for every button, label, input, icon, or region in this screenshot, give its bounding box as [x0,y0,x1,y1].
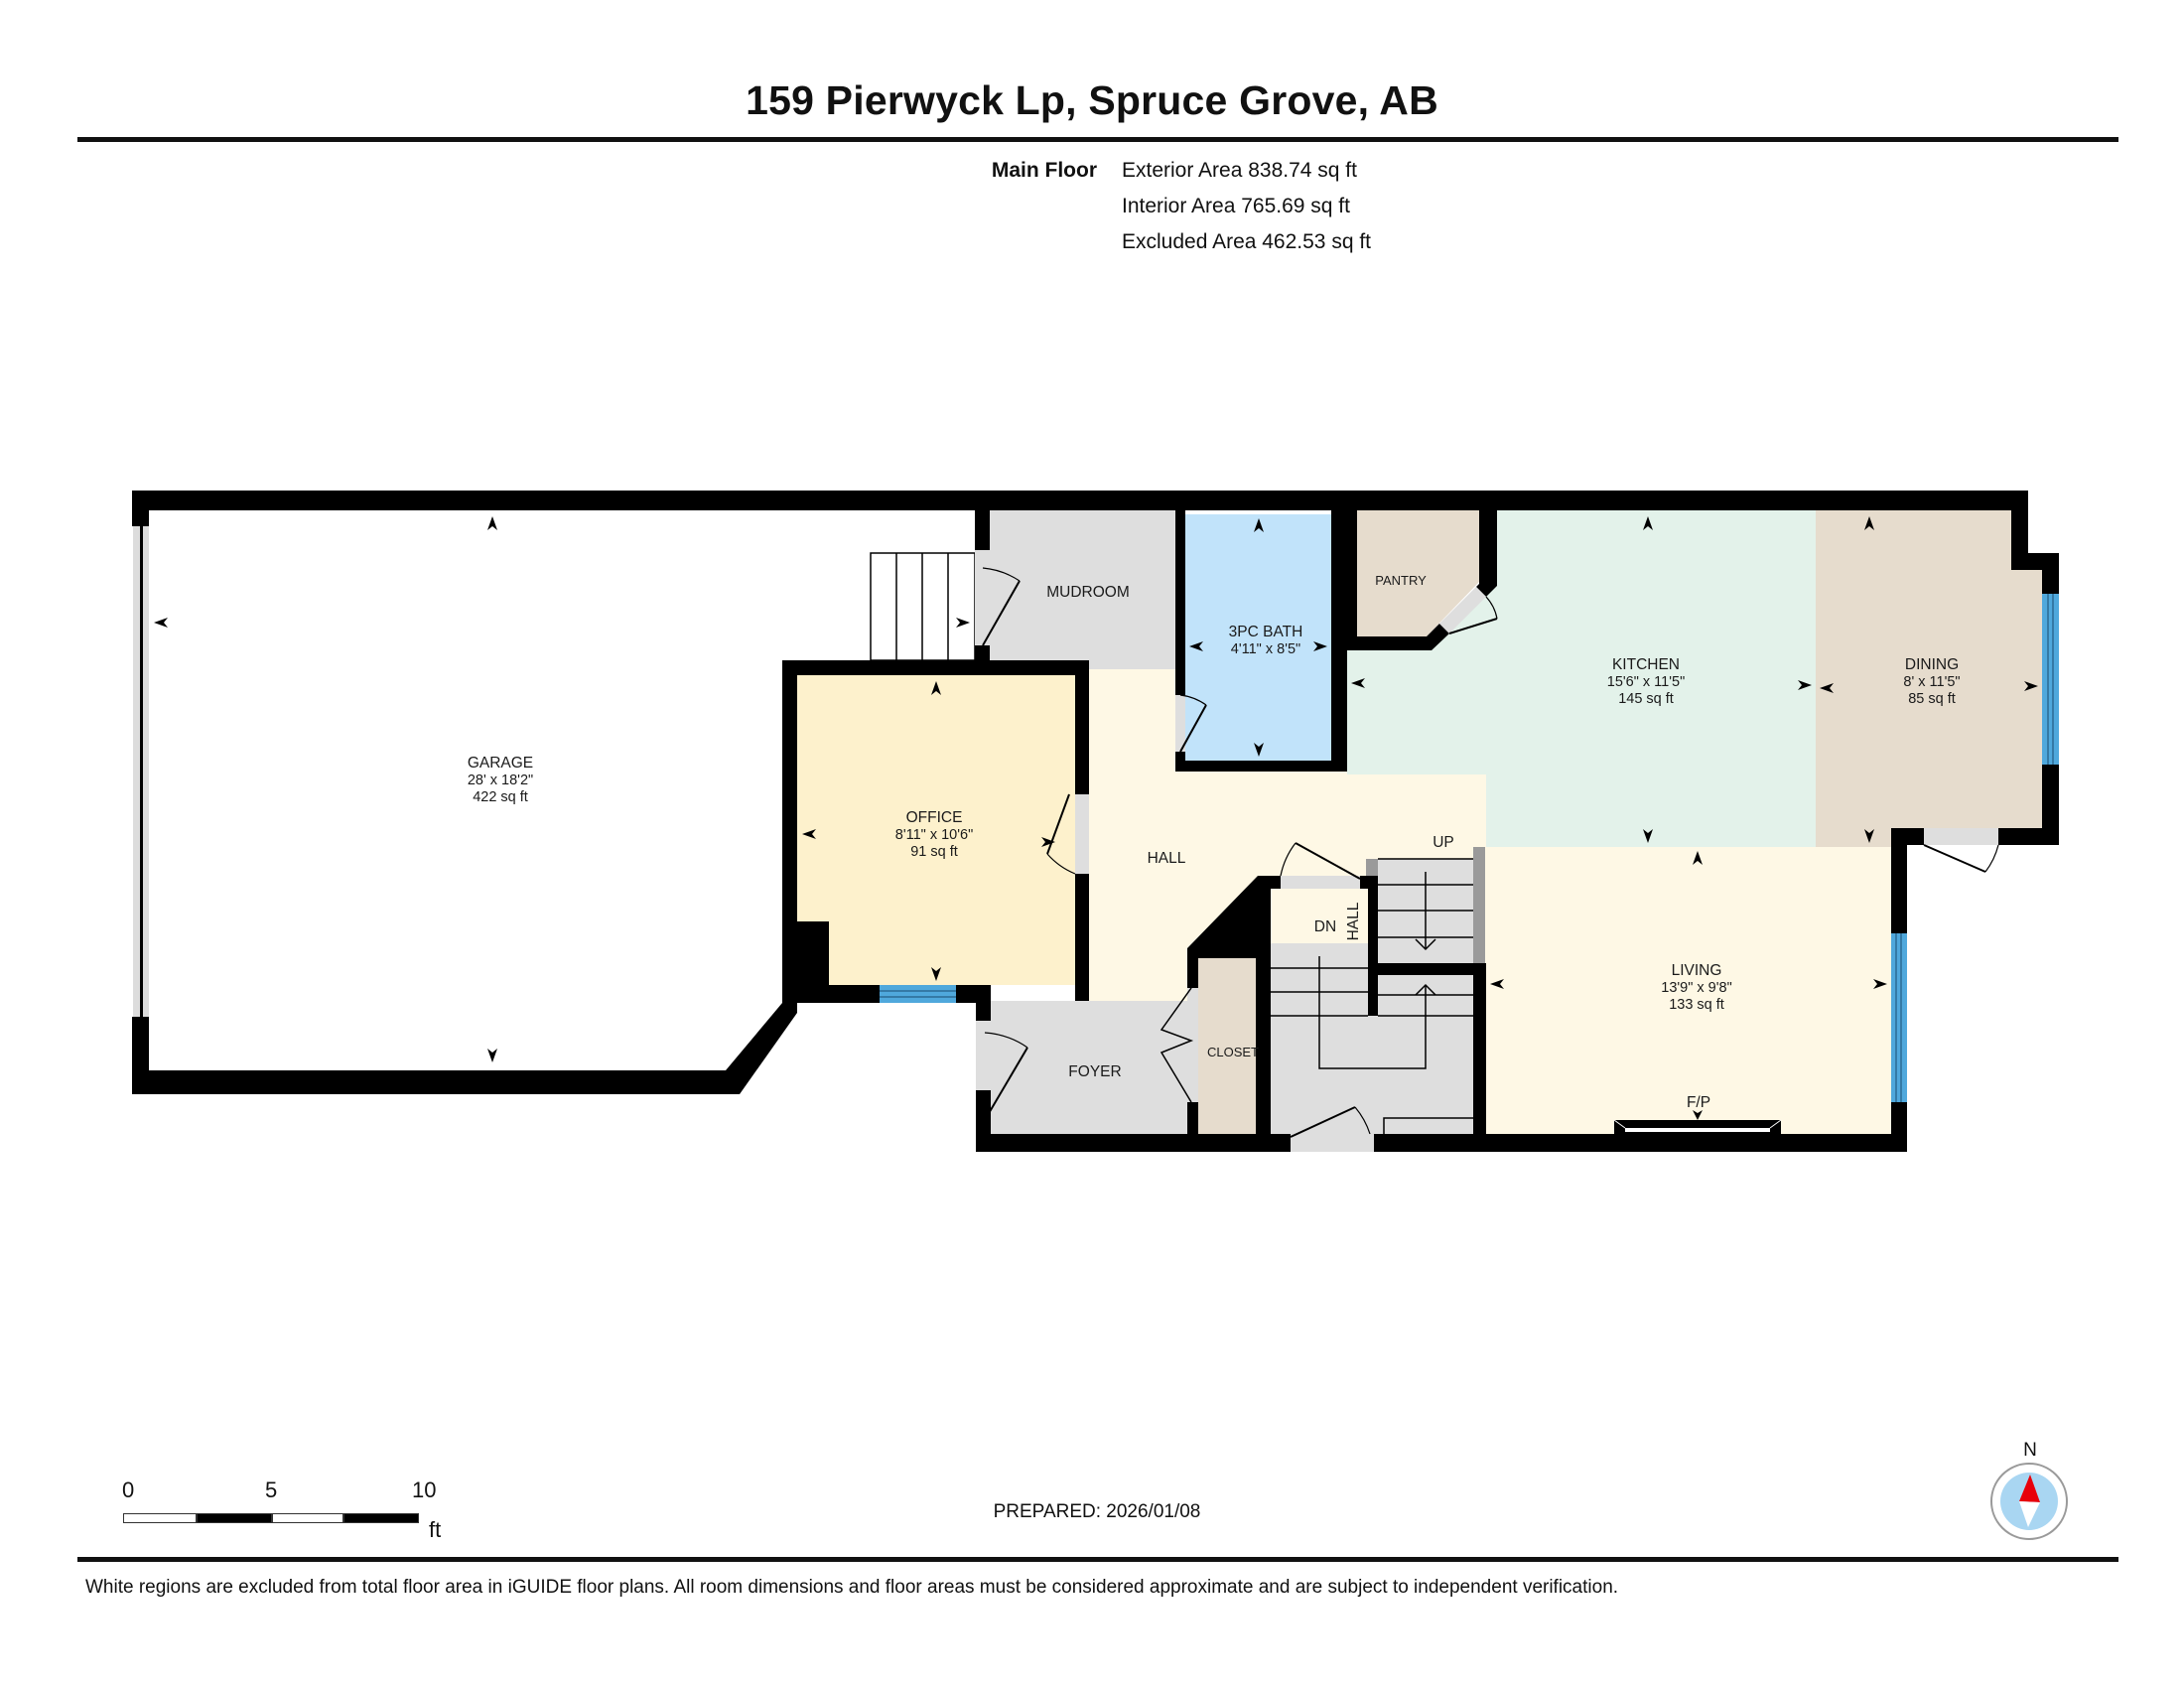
bath-door[interactable] [1175,694,1207,753]
svg-text:8'11" x 10'6": 8'11" x 10'6" [895,827,973,843]
scale-segment [343,1513,419,1523]
living-floor [1486,847,1891,1134]
prepared-date-text: PREPARED: 2026/01/08 [993,1501,1201,1522]
foyer-floor [991,1001,1187,1134]
scale-segment [123,1513,197,1523]
stairs-down-label: DN [1314,918,1336,935]
svg-text:GARAGE: GARAGE [468,755,533,772]
interior-stairs [1271,847,1485,1134]
room-label-bath: 3PC BATH 4'11" x 8'5" [1229,624,1303,657]
stairs-up-label: UP [1433,834,1454,851]
header-divider [77,137,2118,142]
scale-unit: ft [429,1517,442,1542]
closet-floor [1198,958,1256,1134]
pantry-floor [1357,510,1479,636]
scale-bar: 0 5 10 ft [119,1477,477,1542]
svg-text:8' x 11'5": 8' x 11'5" [1903,674,1960,690]
scale-tick-5: 5 [265,1477,278,1502]
svg-text:KITCHEN: KITCHEN [1612,656,1680,673]
closet-bifold-door[interactable] [1160,987,1198,1103]
office-door[interactable] [1046,793,1089,875]
scale-segment [272,1513,343,1523]
room-label-hall: HALL [1148,850,1186,867]
room-label-garage: GARAGE 28' x 18'2" 422 sq ft [468,755,533,805]
compass: N [1985,1436,2075,1545]
room-label-dining: DINING 8' x 11'5" 85 sq ft [1903,656,1960,707]
svg-text:145 sq ft: 145 sq ft [1618,691,1674,707]
floor-label: Main Floor [991,159,1097,182]
area-values: Exterior Area 838.74 sq ft Interior Area… [1122,153,1371,260]
fireplace-label: F/P [1687,1094,1710,1111]
room-label-living: LIVING 13'9" x 9'8" 133 sq ft [1661,962,1731,1013]
room-label-mudroom: MUDROOM [1046,584,1130,601]
compass-north-label: N [2023,1440,2037,1461]
compass-needle-north-icon [2019,1475,2040,1502]
walls [132,491,2059,1152]
side-exterior-door[interactable] [1290,1106,1374,1152]
room-fills [149,508,2042,1134]
svg-text:422 sq ft: 422 sq ft [473,789,528,805]
small-hall-door[interactable] [1280,842,1361,889]
windows [880,594,2059,1102]
page-title: 159 Pierwyck Lp, Spruce Grove, AB [746,77,1438,123]
living-window [1891,933,1907,1102]
office-floor [797,675,1075,985]
svg-text:133 sq ft: 133 sq ft [1669,997,1724,1013]
compass-needle-south-icon [2019,1501,2040,1527]
garage-steps [870,552,976,661]
interior-area: Interior Area 765.69 sq ft [1122,195,1350,217]
office-window [880,985,956,1003]
svg-text:3PC BATH: 3PC BATH [1229,624,1303,640]
bath-floor [1185,514,1331,761]
pantry-door[interactable] [1439,587,1498,634]
dining-floor [1816,510,2042,847]
svg-text:DINING: DINING [1905,656,1959,673]
scale-segment [197,1513,272,1523]
room-label-small-hall: HALL [1345,902,1362,940]
svg-text:13'9" x 9'8": 13'9" x 9'8" [1661,980,1731,996]
svg-text:28' x 18'2": 28' x 18'2" [468,773,533,788]
svg-text:85 sq ft: 85 sq ft [1908,691,1956,707]
prepared-date: PREPARED: 2026/01/08 [0,1501,2184,1523]
room-label-kitchen: KITCHEN 15'6" x 11'5" 145 sq ft [1607,656,1685,707]
kitchen-floor [1347,510,1816,847]
room-label-pantry: PANTRY [1375,573,1427,588]
dimension-arrows [154,516,2038,1120]
doors[interactable] [975,550,1999,1152]
room-labels: GARAGE 28' x 18'2" 422 sq ft OFFICE 8'11… [468,573,1961,1111]
svg-text:4'11" x 8'5": 4'11" x 8'5" [1231,641,1300,657]
foyer-front-door[interactable] [976,1021,1028,1121]
room-label-foyer: FOYER [1068,1063,1121,1080]
svg-text:LIVING: LIVING [1672,962,1722,979]
svg-text:15'6" x 11'5": 15'6" x 11'5" [1607,674,1685,690]
disclaimer: White regions are excluded from total fl… [85,1577,1619,1598]
room-label-office: OFFICE 8'11" x 10'6" 91 sq ft [895,809,973,860]
fireplace [1613,1119,1782,1132]
small-hall-floor [1271,889,1368,943]
footer-divider [77,1557,2118,1562]
stair-rail [1473,847,1485,963]
scale-tick-10: 10 [412,1477,437,1502]
svg-text:91 sq ft: 91 sq ft [910,844,958,860]
room-label-closet: CLOSET [1207,1045,1259,1059]
svg-text:OFFICE: OFFICE [906,809,963,826]
garage-door[interactable] [133,526,149,1017]
exterior-area: Exterior Area 838.74 sq ft [1122,159,1357,182]
dining-window [2042,594,2059,765]
mudroom-floor [990,510,1175,669]
dining-exterior-door[interactable] [1923,828,1999,873]
mudroom-door[interactable] [975,550,1021,646]
scale-tick-0: 0 [122,1477,135,1502]
excluded-area: Excluded Area 462.53 sq ft [1122,230,1372,253]
